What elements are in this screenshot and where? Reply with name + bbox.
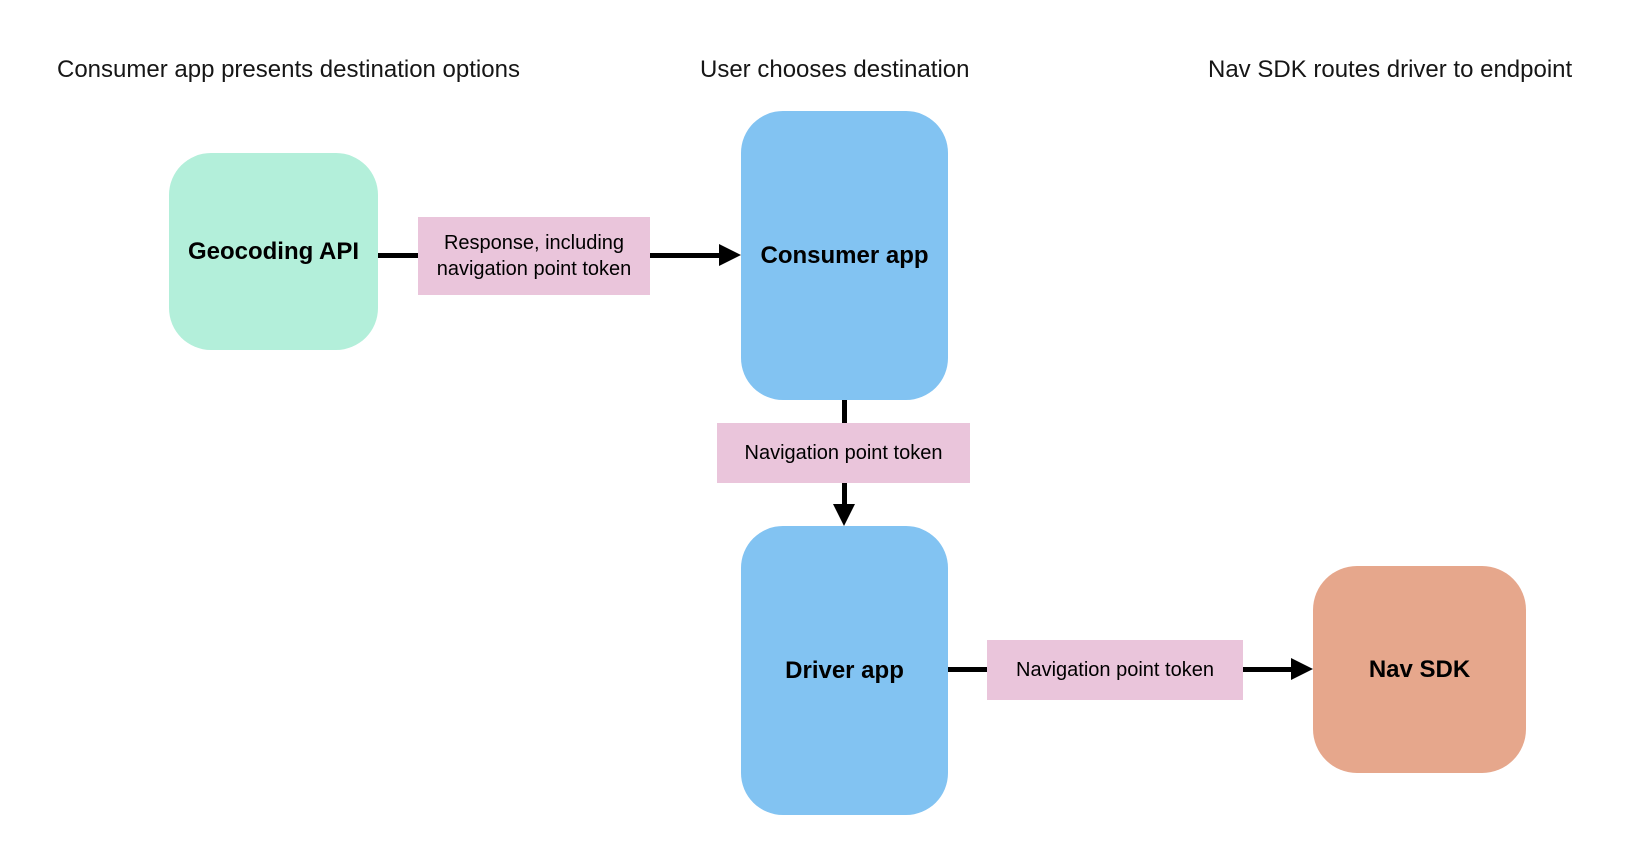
node-geocoding-api: Geocoding API	[169, 153, 378, 350]
edge-label-navigation-point-token-mid: Navigation point token	[717, 423, 970, 483]
arrowhead-down-icon	[833, 504, 855, 526]
node-nav-sdk-label: Nav SDK	[1368, 655, 1471, 683]
node-driver-app-label: Driver app	[785, 656, 904, 684]
arrowhead-right-icon	[1291, 658, 1313, 680]
node-nav-sdk: Nav SDK	[1313, 566, 1526, 773]
arrow-geocoding-to-consumer-line-1	[378, 253, 418, 258]
arrow-consumer-to-driver-line-2	[842, 483, 847, 505]
node-geocoding-api-label: Geocoding API	[187, 237, 360, 265]
node-driver-app: Driver app	[741, 526, 948, 815]
arrow-driver-to-navsdk-line-2	[1243, 667, 1291, 672]
arrow-driver-to-navsdk-line-1	[948, 667, 987, 672]
arrow-geocoding-to-consumer-line-2	[650, 253, 720, 258]
arrowhead-right-icon	[719, 244, 741, 266]
edge-label-response-token: Response, including navigation point tok…	[418, 217, 650, 295]
node-consumer-app: Consumer app	[741, 111, 948, 400]
column-header-navsdk-routes: Nav SDK routes driver to endpoint	[1208, 56, 1573, 83]
arrow-consumer-to-driver-line-1	[842, 400, 847, 423]
column-header-consumer-presents: Consumer app presents destination option…	[57, 56, 520, 83]
node-consumer-app-label: Consumer app	[760, 241, 929, 269]
column-header-user-chooses: User chooses destination	[700, 56, 970, 83]
edge-label-navigation-point-token-right: Navigation point token	[987, 640, 1243, 700]
